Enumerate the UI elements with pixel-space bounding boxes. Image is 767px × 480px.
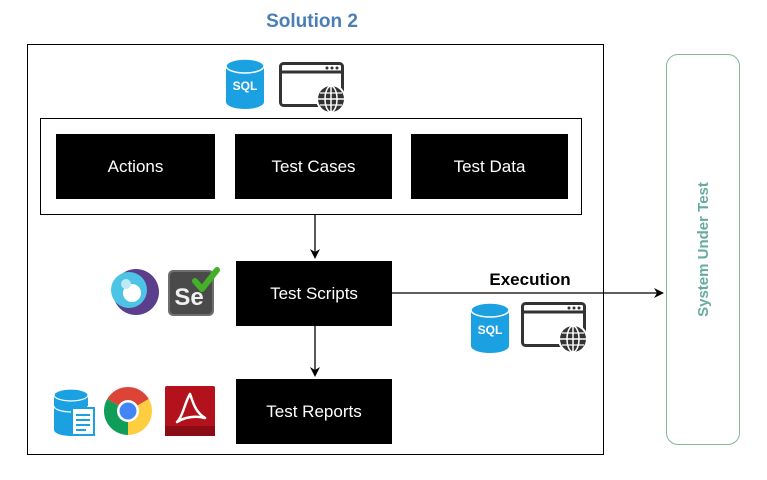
test-data-block: Test Data [411, 134, 568, 199]
database-report-icon [53, 388, 95, 436]
solution-frame [27, 44, 604, 455]
system-under-test-box [666, 54, 740, 445]
eclipse-ide-icon [111, 269, 159, 315]
pdf-document-icon [165, 386, 215, 436]
sql-icon-label: SQL [233, 79, 258, 93]
web-browser-icon [279, 62, 346, 114]
test-scripts-block: Test Scripts [236, 261, 392, 326]
test-cases-block: Test Cases [235, 134, 392, 199]
sql-database-icon-execution: SQL [470, 302, 510, 353]
sql-database-icon: SQL [225, 58, 265, 109]
execution-label: Execution [489, 270, 571, 289]
actions-block: Actions [56, 134, 215, 199]
diagram-title: Solution 2 [266, 11, 358, 32]
test-assets-group [40, 118, 582, 215]
sql-icon-label-execution: SQL [478, 323, 503, 337]
test-reports-block: Test Reports [236, 379, 392, 444]
web-browser-icon-execution [521, 302, 588, 354]
chrome-browser-icon [103, 387, 153, 435]
selenium-icon: Se [168, 267, 220, 316]
